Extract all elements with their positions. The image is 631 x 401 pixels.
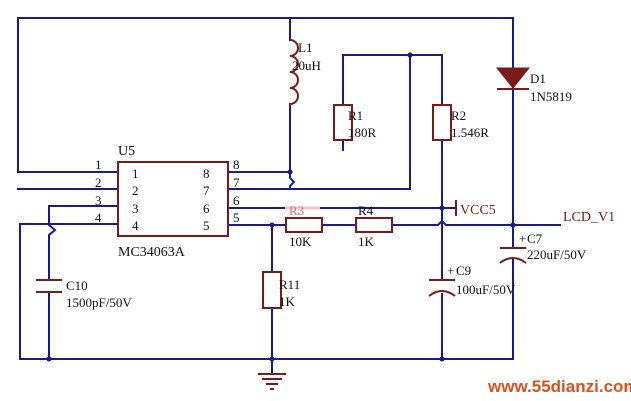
capacitor-c9: + C9 100uF/50V	[428, 263, 516, 297]
capacitor-value: 1500pF/50V	[66, 295, 132, 310]
inductor-ref: L1	[298, 40, 312, 55]
ic-part: MC34063A	[118, 245, 186, 260]
junction-dot	[269, 356, 275, 362]
capacitor-plate-curved	[499, 257, 527, 264]
resistor-r4: R4 1K	[355, 203, 393, 249]
junction-dot	[510, 222, 516, 228]
junction-dot	[287, 169, 293, 175]
resistor-body	[285, 217, 323, 233]
capacitor-plus: +	[447, 263, 454, 278]
resistor-body	[432, 104, 452, 141]
pin-number-inner: 5	[203, 218, 210, 233]
capacitor-value: 220uF/50V	[527, 247, 587, 262]
resistor-value: 10K	[289, 234, 312, 249]
pin-number-outer: 6	[233, 193, 240, 208]
pin-number-inner: 7	[203, 183, 210, 198]
resistor-value: 1K	[279, 294, 296, 309]
pin-number-inner: 3	[132, 201, 139, 216]
watermark: www.55dianzi.com	[487, 377, 631, 396]
pin-number-outer: 3	[95, 193, 102, 208]
resistor-value: 1K	[358, 234, 375, 249]
junction-dot	[439, 356, 445, 362]
resistor-value: 1.546R	[451, 125, 489, 140]
resistor-ref: R11	[279, 277, 300, 292]
wire-pin4	[19, 223, 119, 360]
pin-number-outer: 2	[95, 175, 102, 190]
pin-number-outer: 4	[95, 210, 102, 225]
junction-dot	[269, 222, 275, 228]
resistor-r2: R2 1.546R	[432, 104, 489, 141]
ground-symbol	[258, 373, 286, 390]
ic-ref: U5	[118, 144, 135, 159]
capacitor-c7: + C7 220uF/50V	[499, 231, 587, 264]
wire-pin3	[48, 205, 119, 281]
net-output: LCD_V1	[563, 210, 615, 225]
resistor-body	[355, 217, 393, 233]
resistor-ref: R2	[451, 108, 466, 123]
wires	[17, 17, 561, 373]
vcc-label: VCC5	[460, 203, 496, 218]
pin-number-inner: 2	[132, 183, 139, 198]
diode-value: 1N5819	[530, 89, 572, 104]
ic-u5: U5 MC34063A 1 2 3 4 8 7 6 5 1 2 3 4 8 7 …	[95, 144, 240, 260]
inductor-coil	[289, 39, 299, 107]
capacitor-plate-curved	[428, 290, 456, 297]
resistor-r1: R1 180R	[333, 104, 377, 141]
capacitor-c10: C10 1500pF/50V	[36, 278, 132, 310]
wire-pin8-down	[289, 171, 296, 190]
resistor-r11: R11 1K	[262, 271, 300, 309]
resistor-ref: R3	[289, 203, 304, 218]
junction-dot	[46, 356, 52, 362]
capacitor-ref: C7	[527, 231, 543, 246]
junction-dot	[439, 205, 445, 211]
capacitor-ref: C9	[456, 263, 471, 278]
capacitor-ref: C10	[66, 278, 88, 293]
capacitor-plus: +	[519, 231, 526, 246]
resistor-body	[333, 104, 353, 141]
pin-number-inner: 6	[203, 201, 210, 216]
diode-d1: D1 1N5819	[495, 67, 572, 104]
ic-body	[117, 161, 229, 237]
diode-ref: D1	[530, 71, 546, 86]
wire-r2-top	[409, 54, 443, 106]
resistor-r3: R3 10K	[285, 203, 323, 249]
resistor-ref: R1	[348, 108, 363, 123]
pin-number-outer: 7	[233, 175, 240, 190]
pin-number-inner: 8	[203, 166, 210, 181]
inductor-value: 20uH	[292, 58, 321, 73]
capacitor-value: 100uF/50V	[456, 282, 516, 297]
diode-triangle	[495, 67, 531, 89]
wire-r4-right	[391, 219, 561, 226]
pin-number-outer: 8	[233, 157, 240, 172]
pin-number-inner: 4	[132, 218, 139, 233]
pin-number-inner: 1	[132, 166, 139, 181]
junctions	[46, 52, 516, 362]
output-label: LCD_V1	[563, 210, 615, 225]
wire-pin7	[227, 54, 411, 190]
pin-number-outer: 1	[95, 157, 102, 172]
pin-number-outer: 5	[233, 210, 240, 225]
resistor-body	[262, 271, 282, 309]
net-vcc5: VCC5	[455, 200, 496, 218]
junction-dot	[407, 52, 413, 58]
resistor-ref: R4	[358, 203, 374, 218]
resistor-value: 180R	[348, 125, 377, 140]
inductor-l1: L1 20uH	[289, 39, 321, 107]
wire-top-loop	[17, 17, 514, 173]
